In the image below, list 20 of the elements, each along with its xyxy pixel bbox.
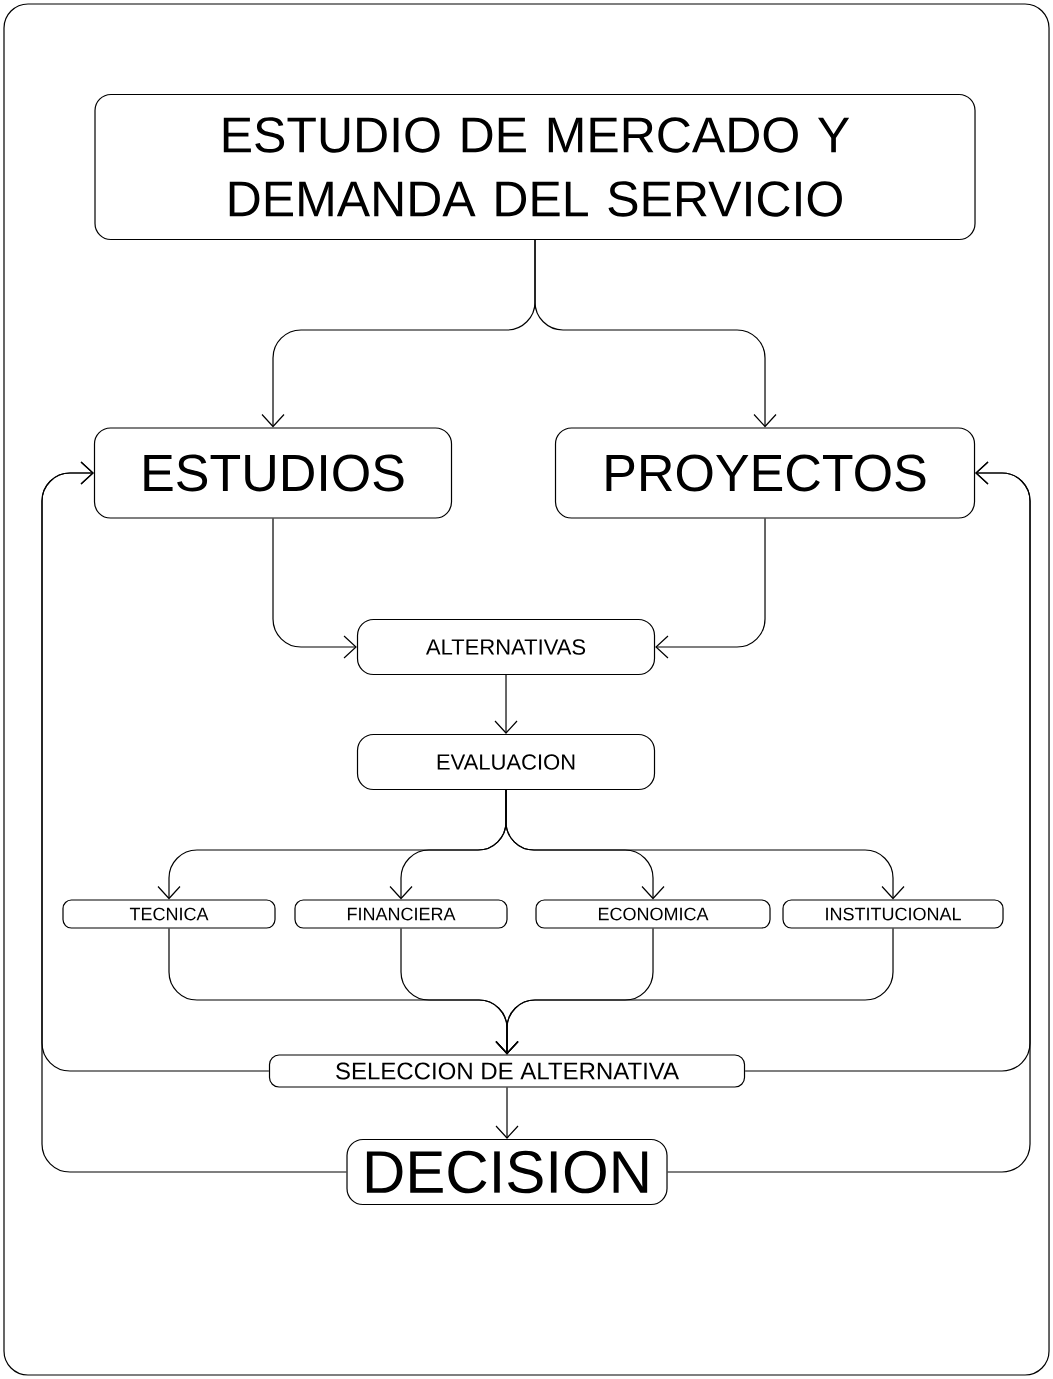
process-box: SELECCION DE ALTERNATIVA [268, 1054, 746, 1088]
process-box: FINANCIERA [294, 899, 508, 929]
arrow [505, 789, 905, 900]
process-box: DECISION [346, 1138, 668, 1206]
arrow [495, 928, 894, 1055]
process-box: INSTITUCIONAL [782, 899, 1004, 929]
process-box: ECONOMICA [535, 899, 771, 929]
arrow [272, 518, 357, 659]
arrow [534, 239, 777, 428]
arrow [494, 674, 518, 734]
arrow [495, 1087, 519, 1139]
process-box: ESTUDIO DE MERCADO Y DEMANDA DEL SERVICIO [94, 93, 976, 241]
arrow [41, 461, 347, 1173]
process-box: EVALUACION [356, 733, 656, 791]
process-box: PROYECTOS [554, 427, 976, 519]
process-box: TECNICA [62, 899, 276, 929]
process-box: ALTERNATIVAS [356, 618, 656, 676]
arrow [655, 518, 766, 659]
arrow [667, 461, 1031, 1173]
process-box: ESTUDIOS [93, 427, 453, 519]
